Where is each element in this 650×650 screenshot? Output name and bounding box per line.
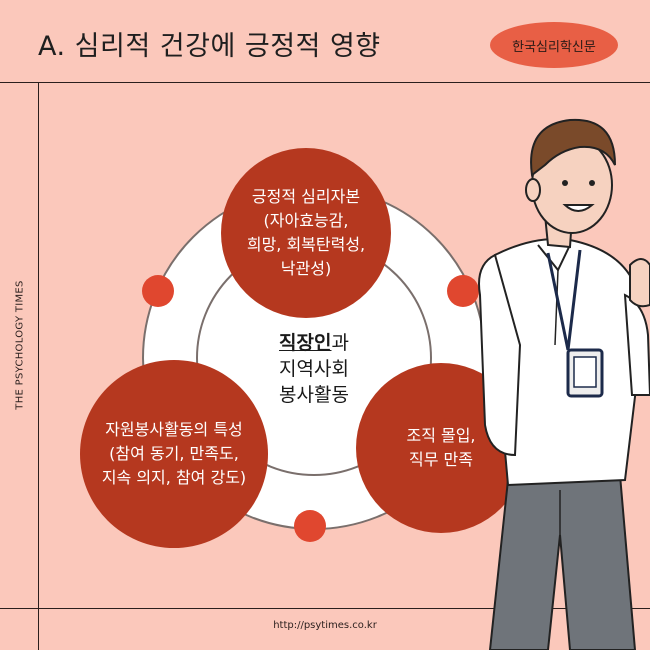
center-underlined-word: 직장인 (279, 332, 332, 354)
center-line-1: 직장인과 (264, 330, 364, 356)
center-line-1-rest: 과 (331, 332, 349, 354)
node-volunteer-traits: 자원봉사활동의 특성 (참여 동기, 만족도, 지속 의지, 참여 강도) (80, 360, 268, 548)
office-worker-illustration (478, 118, 650, 650)
publisher-badge: 한국심리학신문 (490, 22, 618, 68)
side-label: THE PSYCHOLOGY TIMES (14, 280, 26, 410)
center-line-3: 봉사활동 (279, 384, 349, 406)
connector-dot-left (142, 275, 174, 307)
bottom-divider (0, 608, 650, 609)
publisher-badge-label: 한국심리학신문 (512, 39, 596, 55)
top-divider (0, 82, 650, 83)
node-organizational-outcomes-text: 조직 몰입, 직무 만족 (406, 426, 476, 469)
page-title: A. 심리적 건강에 긍정적 영향 (38, 31, 381, 62)
footer-url[interactable]: http://psytimes.co.kr (273, 620, 377, 631)
node-volunteer-traits-text: 자원봉사활동의 특성 (참여 동기, 만족도, 지속 의지, 참여 강도) (101, 420, 247, 487)
node-positive-capital: 긍정적 심리자본 (자아효능감, 희망, 회복탄력성, 낙관성) (221, 148, 391, 318)
center-line-2: 지역사회 (279, 358, 349, 380)
connector-dot-bottom (294, 510, 326, 542)
left-divider (38, 82, 39, 650)
center-label: 직장인과 지역사회 봉사활동 (264, 330, 364, 408)
node-positive-capital-text: 긍정적 심리자본 (자아효능감, 희망, 회복탄력성, 낙관성) (246, 187, 366, 278)
connector-dot-right (447, 275, 479, 307)
